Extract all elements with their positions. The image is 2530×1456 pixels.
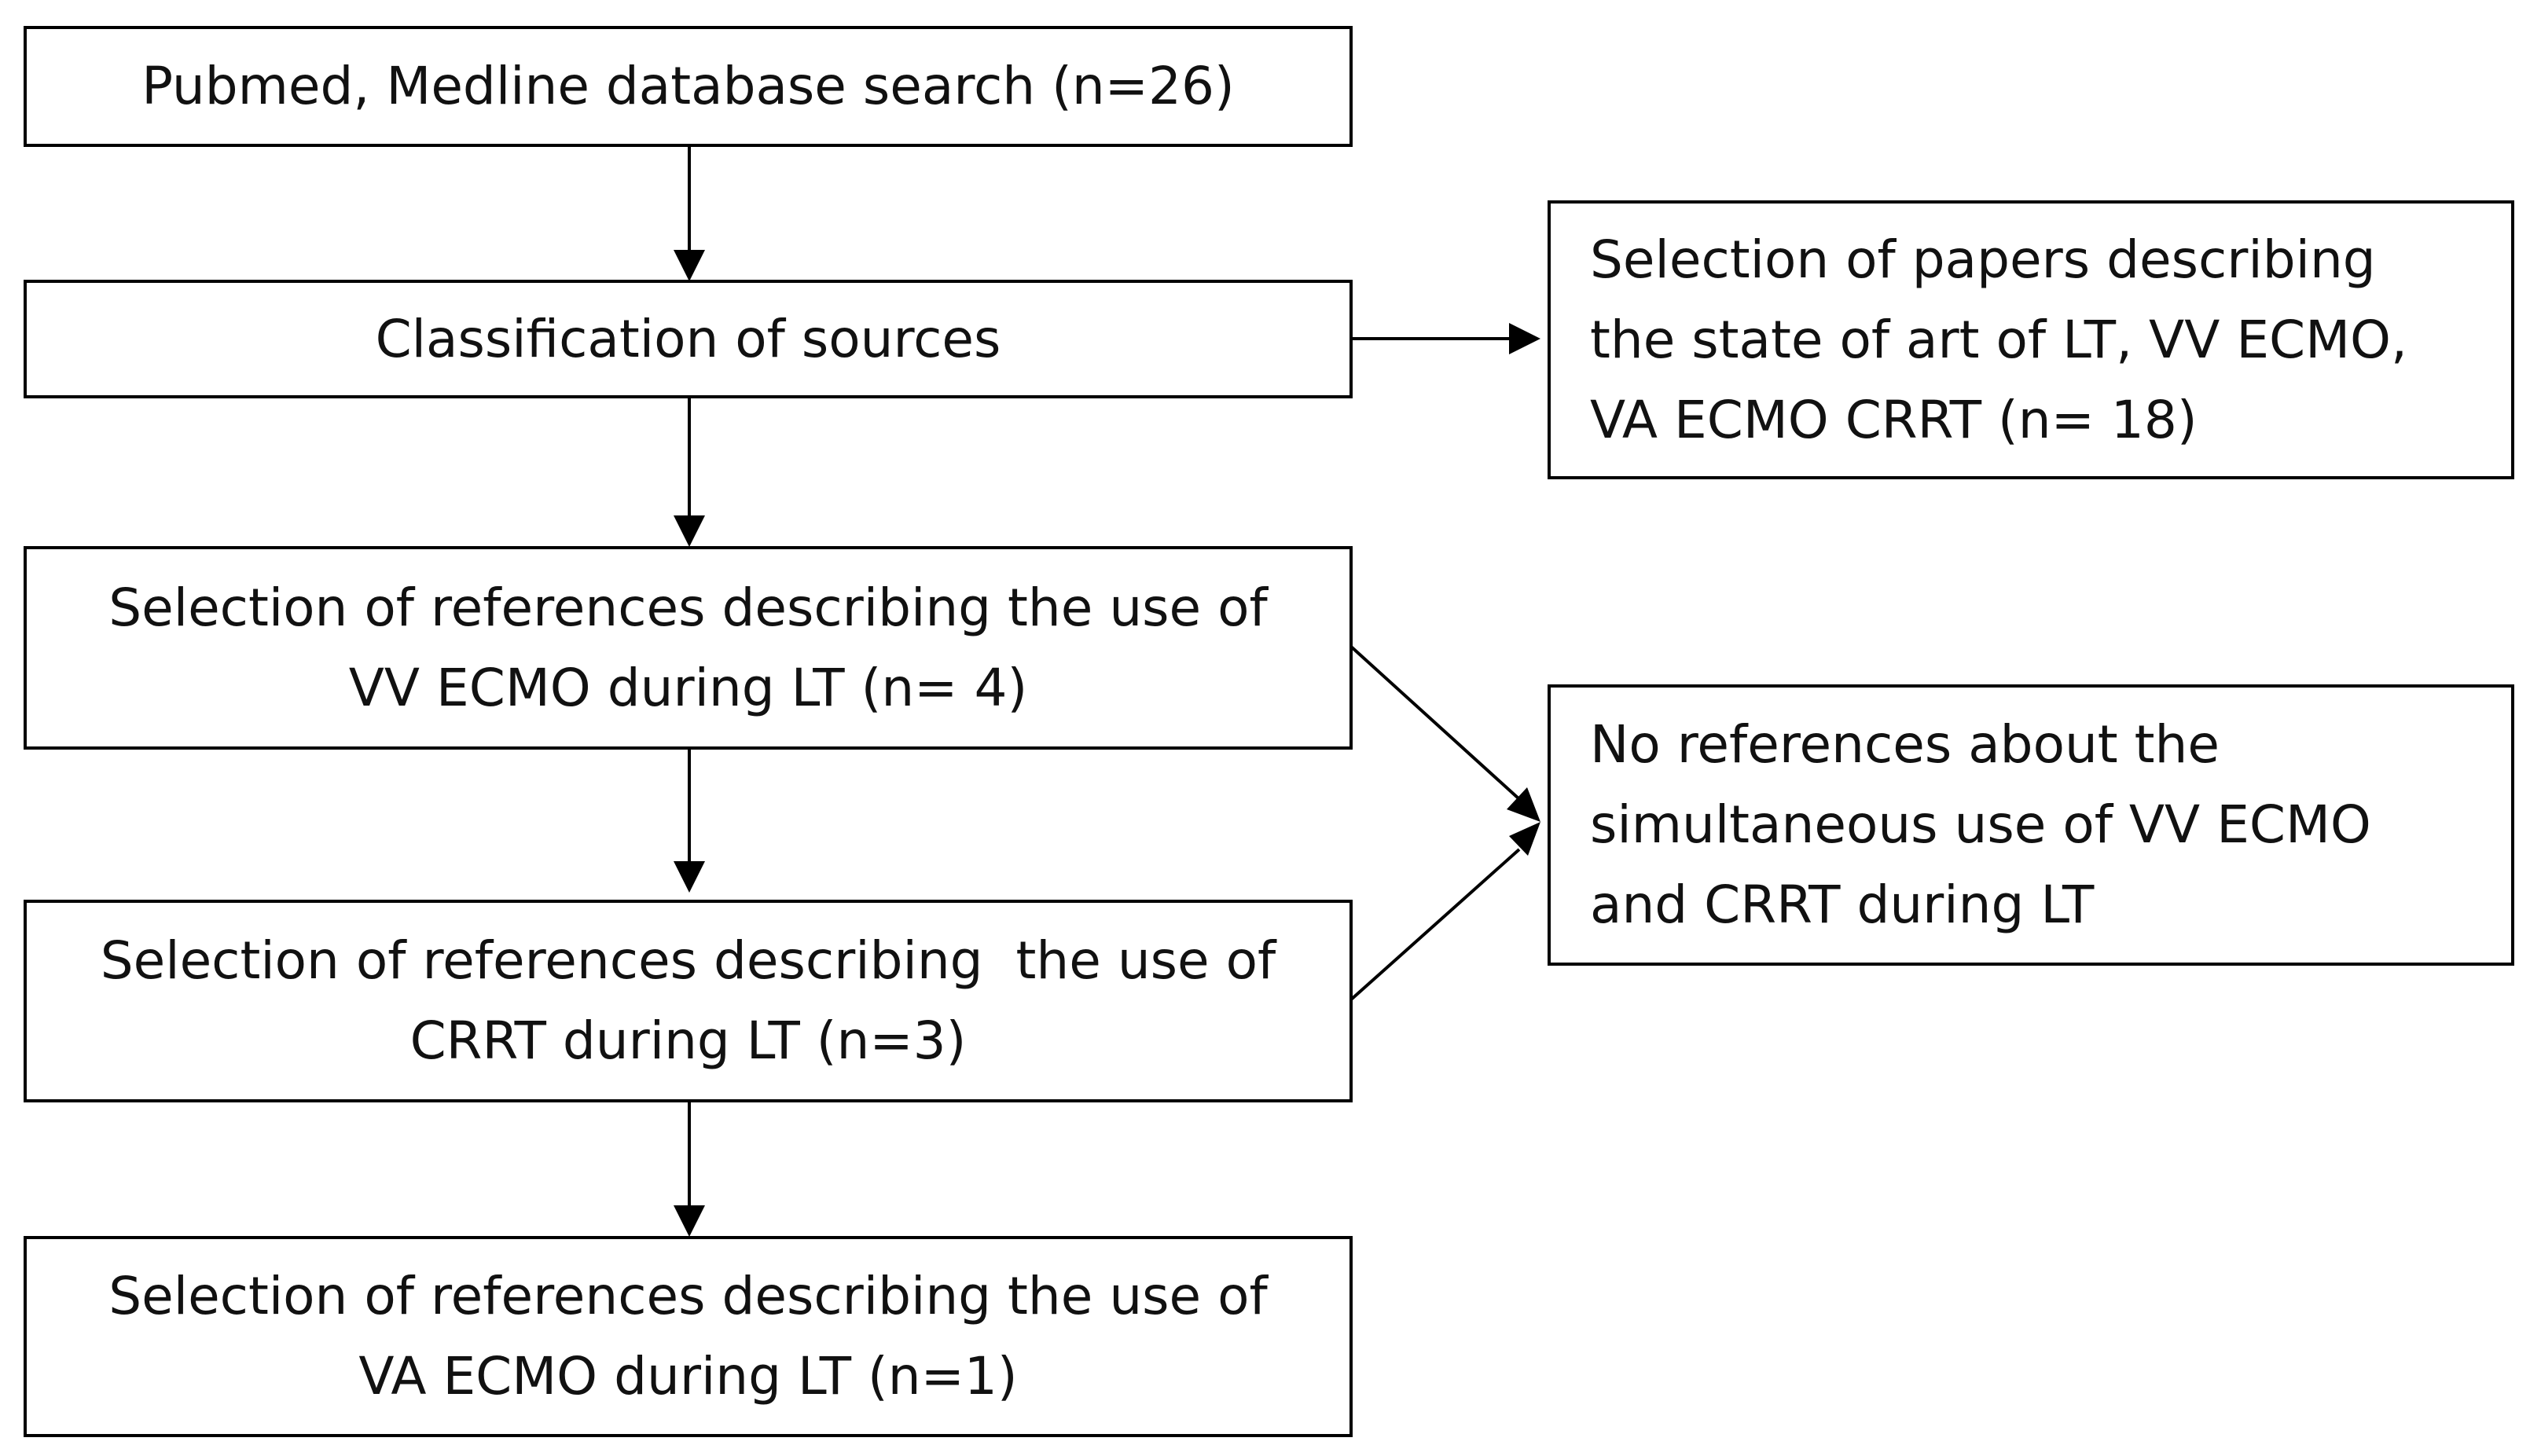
- arrowhead-crrt: [674, 861, 705, 893]
- vv-ecmo-line-2: VV ECMO during LT (n= 4): [348, 657, 1028, 718]
- papers-line-2: the state of art of LT, VV ECMO,: [1590, 309, 2407, 370]
- crrt-line-1: Selection of references describing the u…: [100, 930, 1276, 991]
- arrow-crrt-to-no-refs: [1349, 848, 1521, 1002]
- papers-state-of-art-box: Selection of papers describing the state…: [1548, 200, 2514, 479]
- arrowhead-classification: [674, 250, 705, 281]
- no-refs-line-1: No references about the: [1590, 714, 2220, 775]
- no-references-box: No references about the simultaneous use…: [1548, 684, 2514, 966]
- papers-line-1: Selection of papers describing: [1590, 229, 2376, 290]
- crrt-references-box: Selection of references describing the u…: [24, 900, 1353, 1102]
- classification-box: Classification of sources: [24, 280, 1353, 398]
- arrow-vv-ecmo-to-no-refs: [1349, 644, 1521, 801]
- arrowhead-va-ecmo: [674, 1205, 705, 1237]
- arrowhead-papers: [1509, 323, 1540, 354]
- classification-line-1: Classification of sources: [375, 308, 1001, 369]
- no-refs-line-3: and CRRT during LT: [1590, 875, 2095, 935]
- vv-ecmo-line-1: Selection of references describing the u…: [108, 577, 1268, 638]
- crrt-line-2: CRRT during LT (n=3): [409, 1010, 967, 1071]
- search-line-1: Pubmed, Medline database search (n=26): [141, 56, 1235, 116]
- papers-line-3: VA ECMO CRRT (n= 18): [1590, 389, 2198, 450]
- va-ecmo-line-1: Selection of references describing the u…: [108, 1266, 1268, 1326]
- search-box: Pubmed, Medline database search (n=26): [24, 26, 1353, 147]
- arrowhead-no-refs-lower: [1509, 822, 1540, 856]
- no-refs-line-2: simultaneous use of VV ECMO: [1590, 794, 2371, 855]
- vv-ecmo-references-box: Selection of references describing the u…: [24, 546, 1353, 750]
- arrowhead-no-refs-upper: [1507, 787, 1540, 822]
- va-ecmo-references-box: Selection of references describing the u…: [24, 1236, 1353, 1437]
- arrowhead-vv-ecmo: [674, 515, 705, 547]
- va-ecmo-line-2: VA ECMO during LT (n=1): [358, 1346, 1018, 1406]
